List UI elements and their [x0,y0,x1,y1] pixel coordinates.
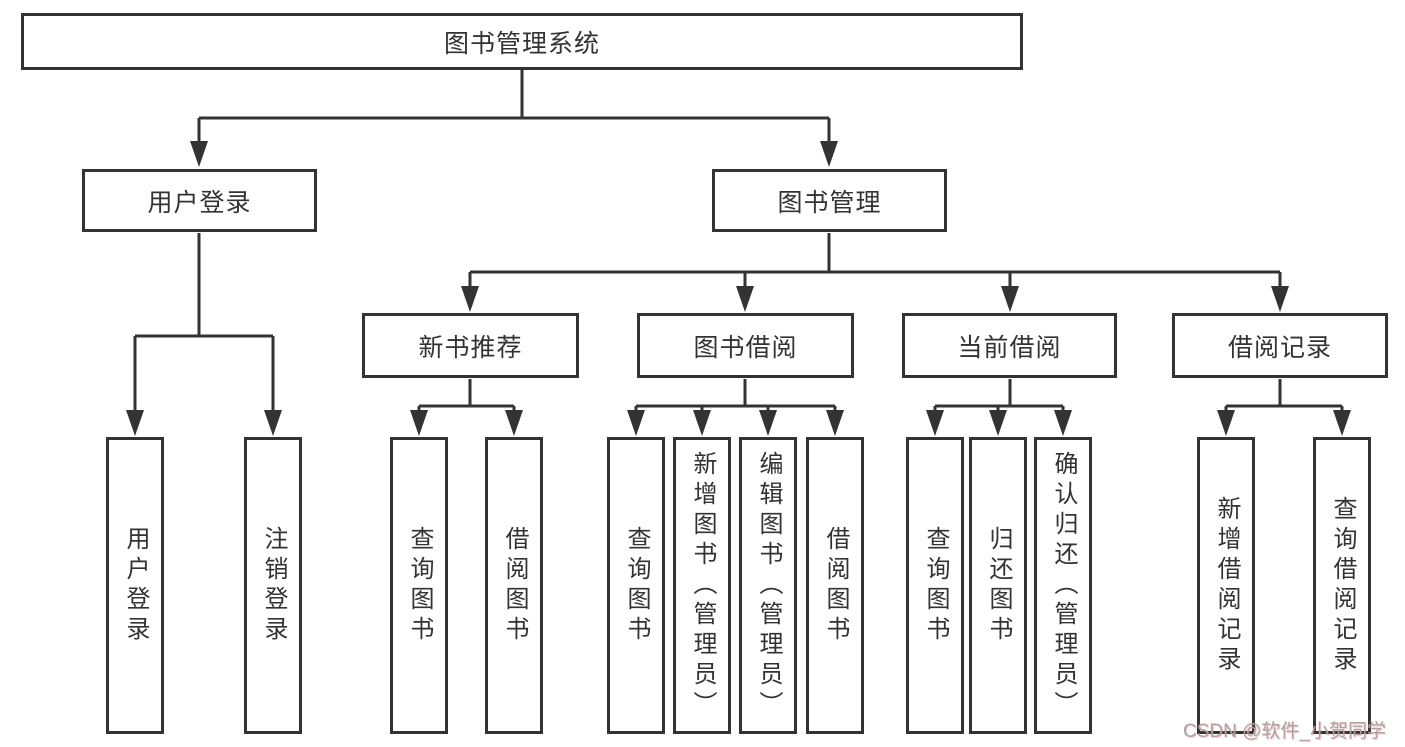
connector-borrow-to-leaves [634,379,837,430]
node-user-login: 用户登录 [82,169,317,232]
leaf-query-books-current: 查询图书 [906,437,964,734]
node-new-book-recommend: 新书推荐 [362,313,579,378]
leaf-edit-book-admin: 编辑图书（管理员） [739,437,797,734]
leaf-logout: 注销登录 [244,437,302,734]
leaf-add-book-admin: 新增图书（管理员） [673,437,731,734]
connector-records-to-leaves [1224,379,1344,430]
connector-root-to-level2 [197,70,831,162]
node-borrow-records: 借阅记录 [1172,313,1388,378]
connector-newrec-to-leaves [417,379,516,430]
leaf-borrow-books: 借阅图书 [806,437,864,734]
leaf-query-books-recommend: 查询图书 [390,437,448,734]
node-book-borrow: 图书借阅 [637,313,854,378]
connector-login-to-leaves [133,233,275,430]
leaf-borrow-books-recommend: 借阅图书 [485,437,543,734]
leaf-user-login: 用户登录 [106,437,164,734]
node-book-management: 图书管理 [712,169,947,232]
arrowheads [126,141,1351,436]
connector-mgmt-to-level3 [468,233,1282,306]
leaf-confirm-return-admin: 确认归还（管理员） [1034,437,1092,734]
node-library-management-system: 图书管理系统 [21,13,1023,70]
leaf-query-borrow-record: 查询借阅记录 [1313,437,1371,734]
node-current-borrow: 当前借阅 [902,313,1117,378]
leaf-add-borrow-record: 新增借阅记录 [1197,437,1255,734]
leaf-return-books: 归还图书 [969,437,1027,734]
leaf-query-books-borrow: 查询图书 [607,437,665,734]
